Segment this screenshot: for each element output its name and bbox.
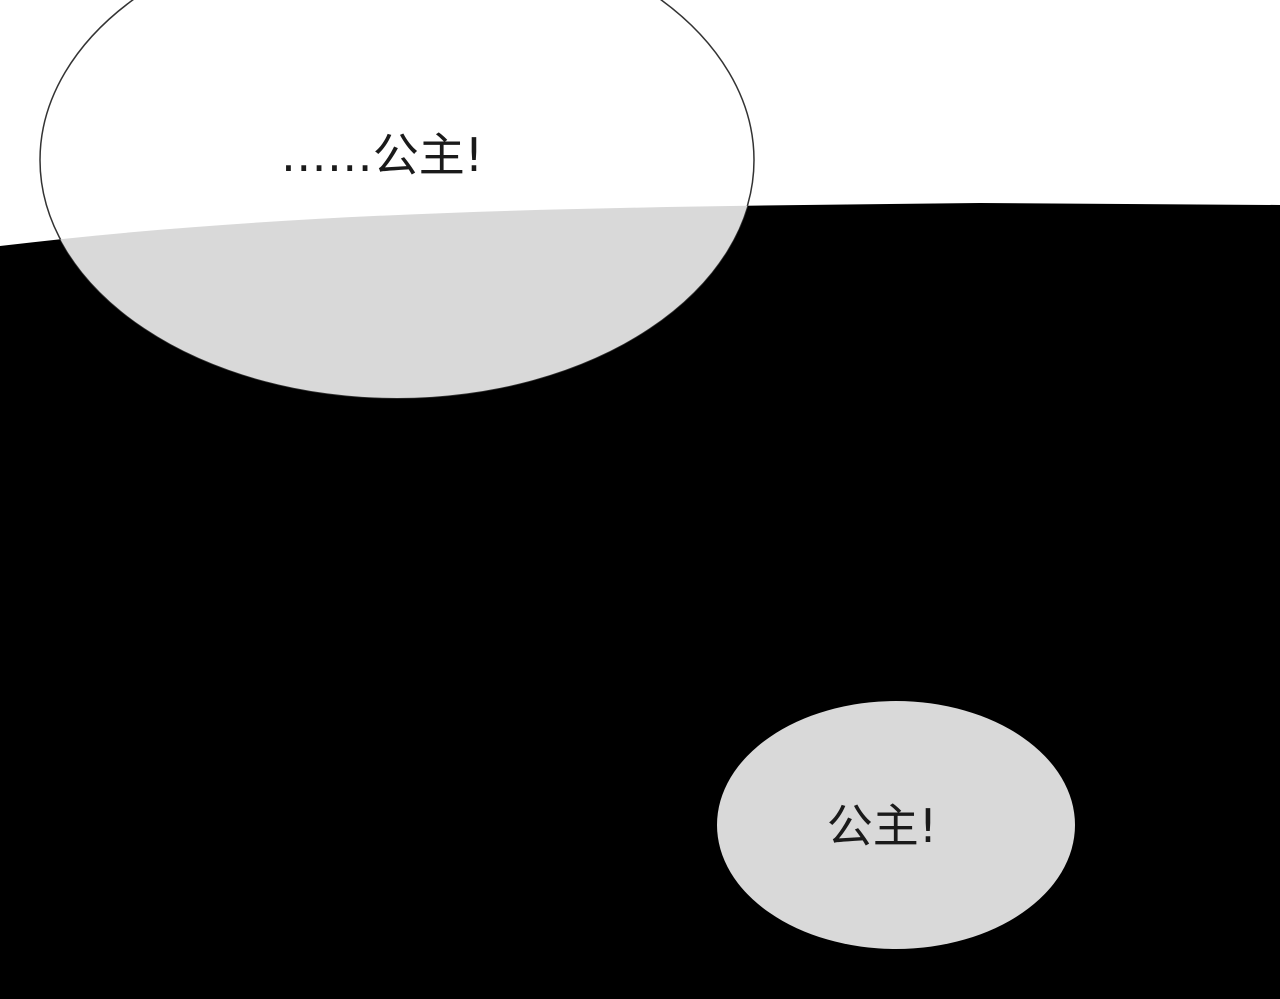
speech-bubble-2-text: 公主!	[826, 799, 938, 853]
speech-bubble-1-text: ……公主!	[280, 128, 484, 182]
speech-bubble-1-shadow	[40, 203, 754, 398]
speech-bubble-2	[717, 701, 1075, 949]
